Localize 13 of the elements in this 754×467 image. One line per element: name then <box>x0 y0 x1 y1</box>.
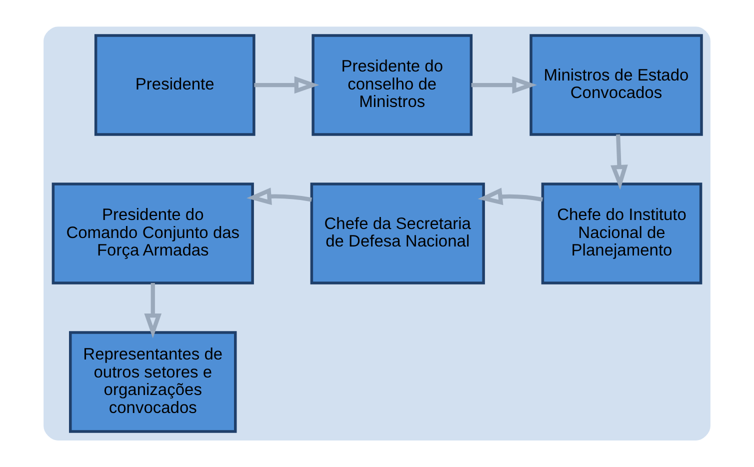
node-box: Chefe do Instituto Nacional de Planejamento <box>541 182 702 284</box>
arrow <box>610 134 628 190</box>
node-box: Presidente do Comando Conjunto das Força Armadas <box>52 182 254 284</box>
node-box: Ministros de Estado Convocados <box>530 34 703 136</box>
arrow <box>246 188 312 205</box>
node-box: Presidente <box>94 34 256 136</box>
node-box: Presidente do conselho de Ministros <box>312 34 473 136</box>
arrow <box>254 76 320 94</box>
node-box: Chefe da Secretaria de Defesa Nacional <box>310 182 485 284</box>
arrow <box>478 188 543 206</box>
arrow <box>144 283 162 338</box>
node-box: Representantes de outros setores e organizações convocados <box>69 331 237 433</box>
arrow <box>471 76 538 94</box>
